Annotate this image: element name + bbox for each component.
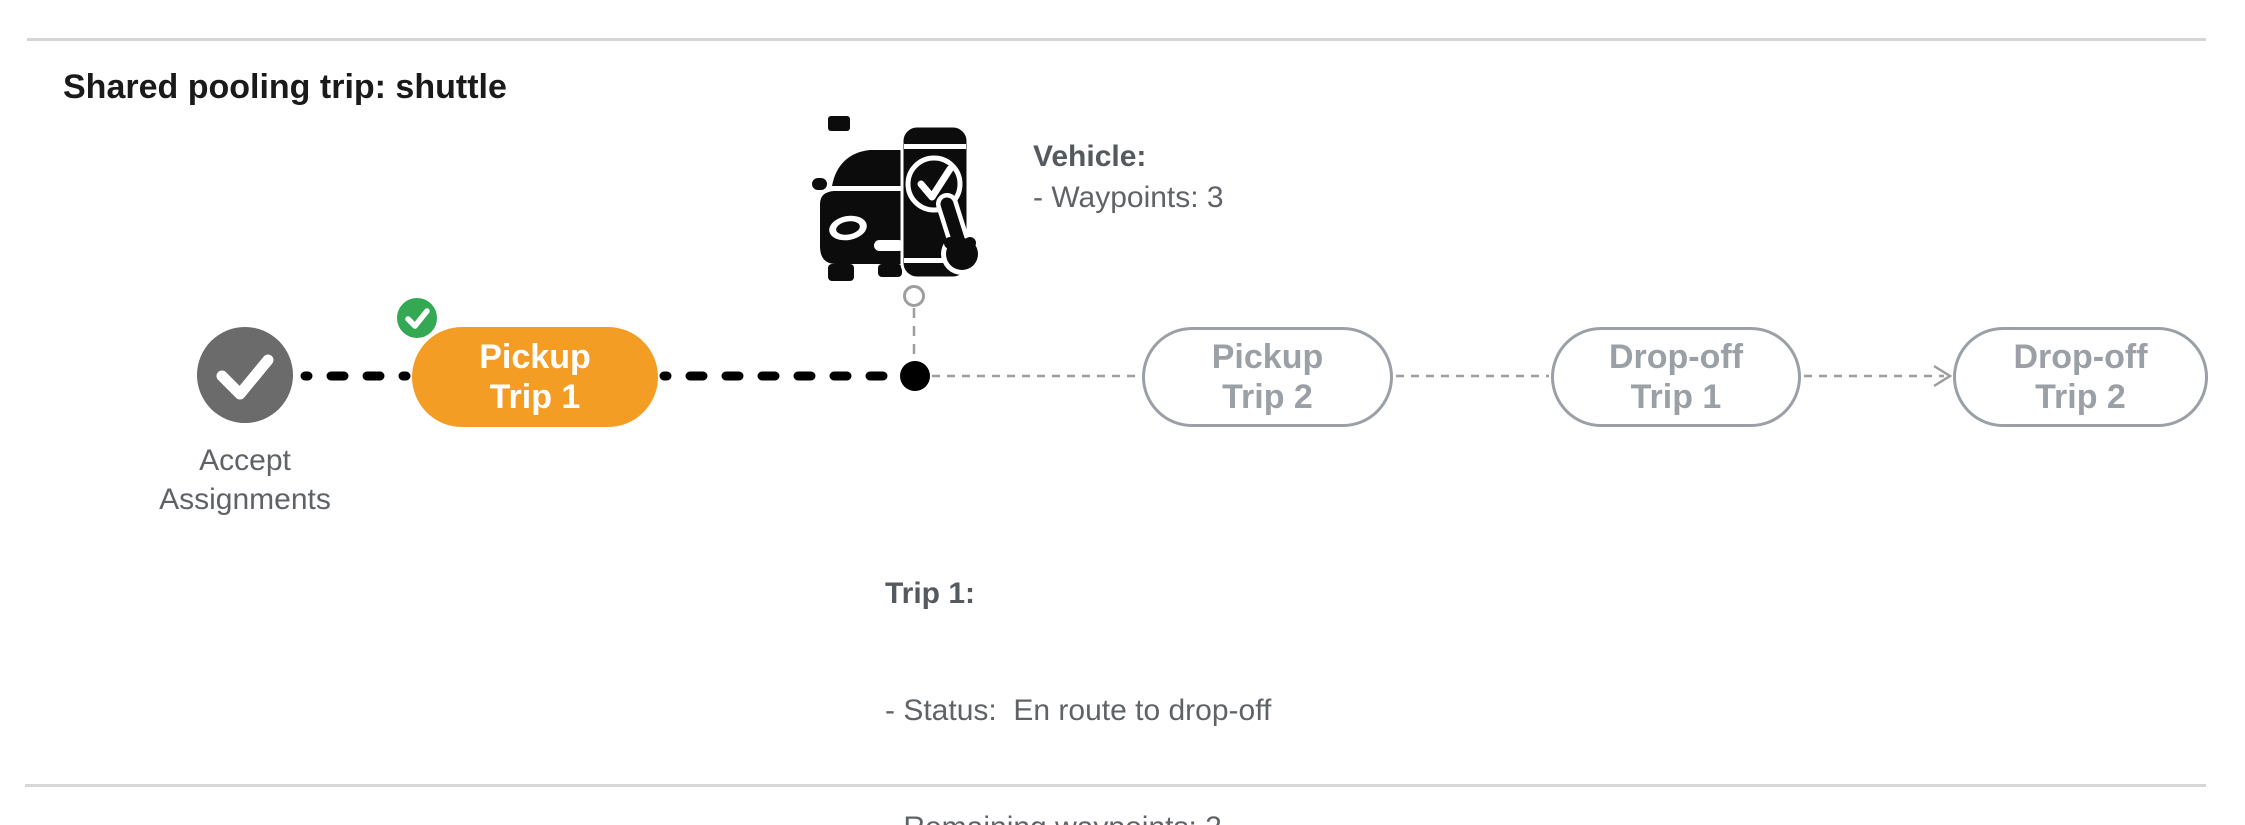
stop-label-line2: Trip 2 (1222, 378, 1313, 416)
car-wheel-right (878, 264, 902, 277)
phone-bottom-line (904, 258, 966, 263)
stop-label-line1: Drop-off (1608, 338, 1744, 376)
car-wheel-left (828, 264, 854, 281)
page-title: Shared pooling trip: shuttle (63, 68, 507, 106)
trip1-waypoints: - Remaining waypoints: 2 (885, 808, 1271, 825)
phone-top-line (904, 144, 966, 149)
vehicle-info: Vehicle: - Waypoints: 3 (1033, 136, 1224, 218)
vehicle-branch-circle (903, 285, 925, 307)
stop-dropoff-trip-2: Drop-off Trip 2 (1953, 327, 2208, 427)
trip1-label: Trip 1: (885, 577, 976, 610)
vehicle-info-waypoints: - Waypoints: 3 (1033, 181, 1224, 214)
vehicle-phone-check-icon (812, 116, 983, 281)
start-label-line1: Accept (199, 444, 291, 477)
stop-dropoff-trip-1: Drop-off Trip 1 (1551, 327, 1801, 427)
hand-finger (940, 197, 966, 249)
start-node-accept-assignments (197, 327, 293, 423)
arrow-right-icon (1933, 364, 1953, 388)
trip-status-block: Trip 1: - Status: En route to drop-off -… (885, 496, 1271, 825)
stop-label-line1: Pickup (1211, 338, 1324, 376)
stop-pickup-trip-1: Pickup Trip 1 (394, 295, 658, 427)
top-divider (27, 38, 2206, 41)
car-roof-sign (828, 116, 850, 131)
stop-label-line2: Trip 1 (1630, 378, 1722, 416)
vehicle-info-label: Vehicle: (1033, 140, 1147, 173)
stop-label-line2: Trip 2 (2035, 378, 2126, 416)
trip1-status: - Status: En route to drop-off (885, 694, 1272, 727)
check-badge-icon (394, 295, 440, 341)
start-node-label: Accept Assignments (105, 441, 385, 519)
stop-label-line1: Pickup (479, 338, 591, 376)
screen-check-mark (917, 165, 954, 201)
car-bumper (874, 240, 904, 251)
car-cabin (832, 150, 904, 186)
bottom-divider (25, 784, 2206, 787)
stop-pickup-trip-2: Pickup Trip 2 (1142, 327, 1393, 427)
stop-label-line1: Drop-off (2013, 338, 2148, 376)
stop-label-line2: Trip 1 (489, 378, 581, 416)
position-dot-icon (900, 361, 930, 391)
car-mirror (812, 178, 827, 190)
check-icon (216, 354, 274, 400)
start-label-line2: Assignments (159, 483, 331, 516)
